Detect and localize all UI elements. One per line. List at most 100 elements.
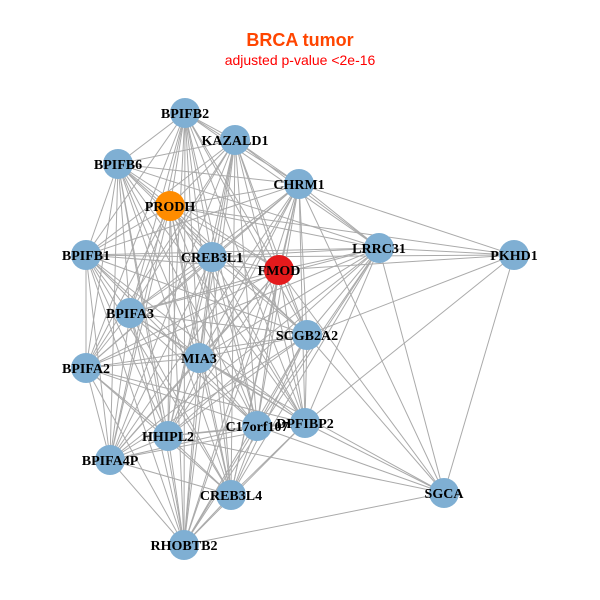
edge-CHRM1-C17orf107: [256, 183, 300, 427]
node-creb3l1[interactable]: CREB3L1: [181, 242, 243, 272]
edge-PKHD1-SGCA: [443, 254, 515, 494]
node-label: RHOBTB2: [151, 539, 218, 554]
node-label: BPIFB6: [94, 158, 142, 173]
edge-LRRC31-SCGB2A2: [306, 247, 380, 336]
node-bpifb2[interactable]: BPIFB2: [161, 98, 209, 128]
edge-BPIFB2-BPIFB1: [85, 112, 186, 256]
node-circle[interactable]: [153, 421, 183, 451]
node-label: BPIFB2: [161, 107, 209, 122]
edge-BPIFA4P-CREB3L4: [109, 459, 232, 496]
node-sgca[interactable]: SGCA: [425, 478, 465, 508]
node-circle[interactable]: [71, 353, 101, 383]
edge-CHRM1-RHOBTB2: [183, 183, 300, 546]
edge-BPIFB2-PRODH: [169, 112, 186, 207]
node-lrrc31[interactable]: LRRC31: [352, 233, 406, 263]
node-bpifa2[interactable]: BPIFA2: [62, 353, 110, 383]
edge-LRRC31-BPIFA2: [85, 247, 380, 369]
node-circle[interactable]: [364, 233, 394, 263]
edge-SGCA-RHOBTB2: [183, 492, 445, 546]
edge-FMOD-C17orf107: [256, 269, 280, 427]
edge-PRODH-FMOD: [169, 205, 280, 271]
edge-DPFIBP2-HHIPL2: [167, 422, 306, 437]
edge-CREB3L1-RHOBTB2: [183, 256, 213, 546]
edge-SCGB2A2-RHOBTB2: [183, 334, 308, 546]
edge-BPIFB1-DPFIBP2: [85, 254, 306, 424]
edge-BPIFB1-CREB3L4: [85, 254, 232, 496]
node-circle[interactable]: [216, 480, 246, 510]
node-circle[interactable]: [429, 478, 459, 508]
edge-BPIFB2-FMOD: [184, 112, 280, 271]
node-hhipl2[interactable]: HHIPL2: [142, 421, 194, 451]
edge-BPIFA3-BPIFA4P: [109, 312, 131, 461]
node-circle[interactable]: [264, 255, 294, 285]
node-label: LRRC31: [352, 242, 406, 257]
node-circle[interactable]: [184, 343, 214, 373]
node-circle[interactable]: [115, 298, 145, 328]
edge-BPIFB2-LRRC31: [184, 112, 380, 249]
node-bpifb6[interactable]: BPIFB6: [94, 149, 142, 179]
node-circle[interactable]: [170, 98, 200, 128]
edge-SGCA-C17orf107: [256, 425, 445, 494]
node-creb3l4[interactable]: CREB3L4: [200, 480, 262, 510]
edge-BPIFB2-BPIFA2: [85, 112, 186, 369]
node-circle[interactable]: [290, 408, 320, 438]
node-label: KAZALD1: [202, 134, 269, 149]
node-circle[interactable]: [220, 125, 250, 155]
node-label: C17orf107: [226, 420, 289, 435]
edge-PKHD1-CREB3L1: [211, 254, 515, 258]
edge-BPIFB1-HHIPL2: [85, 254, 169, 437]
edge-PKHD1-LRRC31: [378, 247, 515, 256]
edge-CREB3L1-BPIFA2: [85, 256, 213, 369]
node-dpfibp2[interactable]: DPFIBP2: [276, 408, 334, 438]
node-circle[interactable]: [292, 320, 322, 350]
node-chrm1[interactable]: CHRM1: [273, 169, 325, 199]
edge-BPIFA3-SCGB2A2: [129, 312, 308, 336]
node-c17orf107[interactable]: C17orf107: [226, 411, 289, 441]
edge-BPIFB6-BPIFA2: [85, 163, 119, 369]
edge-MIA3-BPIFA4P: [109, 357, 200, 461]
edge-SGCA-SCGB2A2: [306, 334, 445, 494]
node-circle[interactable]: [95, 445, 125, 475]
node-scgb2a2[interactable]: SCGB2A2: [276, 320, 338, 350]
edge-PRODH-MIA3: [169, 205, 200, 359]
node-fmod[interactable]: FMOD: [258, 255, 301, 285]
node-rhobtb2[interactable]: RHOBTB2: [151, 530, 218, 560]
edge-KAZALD1-FMOD: [234, 139, 280, 271]
edge-CREB3L1-SCGB2A2: [211, 256, 308, 336]
node-circle[interactable]: [103, 149, 133, 179]
node-circle[interactable]: [169, 530, 199, 560]
node-circle[interactable]: [499, 240, 529, 270]
edge-HHIPL2-RHOBTB2: [167, 435, 185, 546]
edge-BPIFB6-CHRM1: [117, 163, 300, 185]
edge-LRRC31-DPFIBP2: [304, 247, 380, 424]
edge-CHRM1-SCGB2A2: [298, 183, 308, 336]
edge-LRRC31-BPIFA3: [129, 247, 380, 314]
edge-LRRC31-MIA3: [198, 247, 380, 359]
edge-BPIFB6-BPIFA3: [117, 163, 131, 314]
node-kazald1[interactable]: KAZALD1: [202, 125, 269, 155]
node-bpifb1[interactable]: BPIFB1: [62, 240, 110, 270]
node-prodh[interactable]: PRODH: [145, 191, 196, 221]
edge-CHRM1-BPIFB1: [85, 183, 300, 256]
node-circle[interactable]: [242, 411, 272, 441]
node-label: PRODH: [145, 200, 196, 215]
edge-PKHD1-PRODH: [169, 205, 515, 256]
edge-MIA3-RHOBTB2: [183, 357, 200, 546]
node-pkhd1[interactable]: PKHD1: [490, 240, 538, 270]
node-circle[interactable]: [155, 191, 185, 221]
edge-FMOD-LRRC31: [278, 247, 380, 271]
node-circle[interactable]: [71, 240, 101, 270]
node-mia3[interactable]: MIA3: [181, 343, 217, 373]
node-circle[interactable]: [197, 242, 227, 272]
edge-BPIFB6-C17orf107: [117, 163, 258, 427]
chart-title: BRCA tumor: [246, 30, 354, 50]
node-bpifa4p[interactable]: BPIFA4P: [82, 445, 139, 475]
edge-BPIFB1-RHOBTB2: [85, 254, 185, 546]
edge-SCGB2A2-MIA3: [198, 334, 308, 359]
edge-BPIFA2-C17orf107: [85, 367, 258, 427]
node-circle[interactable]: [284, 169, 314, 199]
node-label: DPFIBP2: [276, 417, 334, 432]
node-bpifa3[interactable]: BPIFA3: [106, 298, 154, 328]
edge-SGCA-HHIPL2: [167, 435, 445, 494]
